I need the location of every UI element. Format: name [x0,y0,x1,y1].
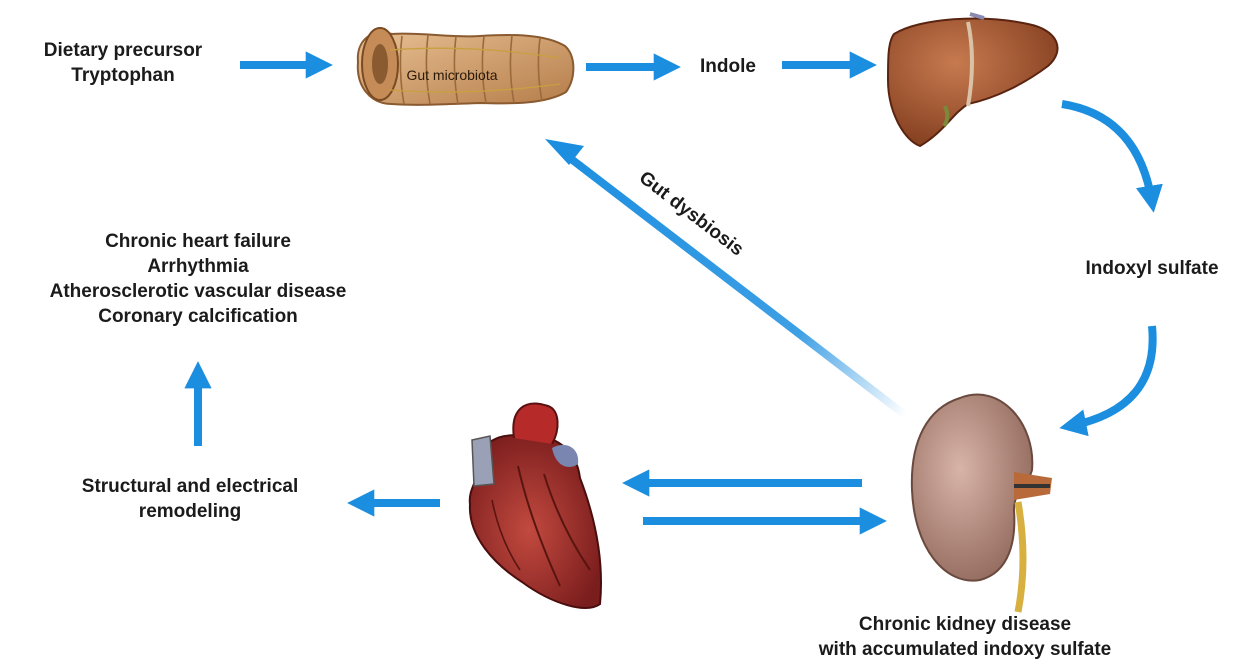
intestine-icon: Gut microbiota [358,28,574,105]
precursor-line2: Tryptophan [18,63,228,88]
kidney-icon [912,395,1052,612]
outcome-item: Arrhythmia [6,254,390,279]
heart-icon [470,404,601,608]
outcomes-list: Chronic heart failure Arrhythmia Atheros… [6,229,390,329]
outcome-item: Chronic heart failure [6,229,390,254]
arrow-gut-dysbiosis [566,155,905,415]
indoxyl-sulfate-label: Indoxyl sulfate [1064,256,1240,281]
liver-icon [888,14,1058,146]
precursor-label: Dietary precursor Tryptophan [18,38,228,88]
precursor-line1: Dietary precursor [18,38,228,63]
ckd-line1: Chronic kidney disease [770,612,1160,637]
indole-label: Indole [676,54,780,79]
outcome-item: Coronary calcification [6,304,390,329]
outcome-item: Atherosclerotic vascular disease [6,279,390,304]
ckd-line2: with accumulated indoxy sulfate [770,637,1160,662]
ckd-label: Chronic kidney disease with accumulated … [770,612,1160,662]
gut-microbiota-label: Gut microbiota [406,67,497,83]
arrow-liver-to-indoxyl [1062,104,1152,202]
arrow-indoxyl-to-kidney [1070,326,1153,426]
remodeling-line2: remodeling [40,499,340,524]
remodeling-label: Structural and electrical remodeling [40,474,340,524]
remodeling-line1: Structural and electrical [40,474,340,499]
